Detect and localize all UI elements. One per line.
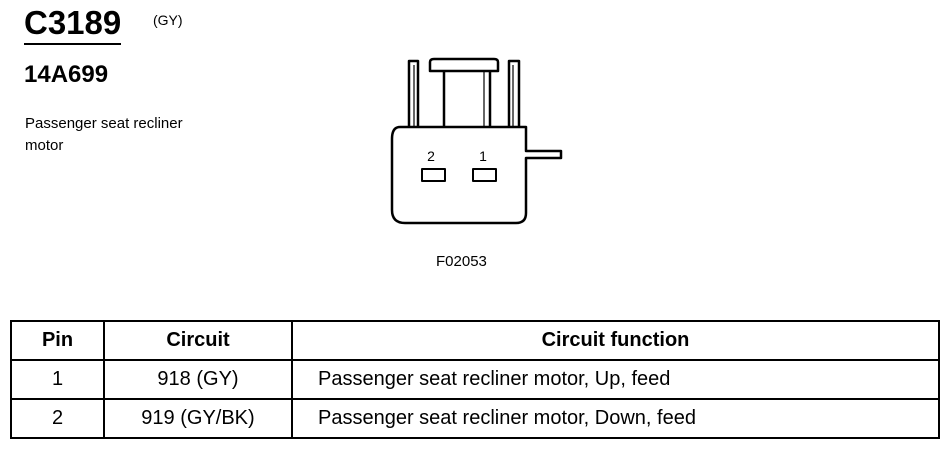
- connector-right-post: [507, 59, 521, 127]
- pin-2-label: 2: [427, 148, 435, 164]
- table-row: 2 919 (GY/BK) Passenger seat recliner mo…: [10, 398, 940, 439]
- connector-face-diagram: 2 1: [390, 57, 563, 225]
- circuit-cell: 919 (GY/BK): [103, 398, 293, 439]
- header-circuit-function: Circuit function: [291, 320, 940, 361]
- header-circuit: Circuit: [103, 320, 293, 361]
- pin-cell: 1: [10, 359, 105, 400]
- pin-cell: 2: [10, 398, 105, 439]
- table-header-row: Pin Circuit Circuit function: [10, 320, 940, 361]
- part-number: 14A699: [24, 61, 109, 88]
- connector-locking-tab: [428, 57, 500, 73]
- circuit-function-cell: Passenger seat recliner motor, Up, feed: [291, 359, 940, 400]
- connector-tab-body: [442, 71, 492, 127]
- pinout-table: Pin Circuit Circuit function 1 918 (GY) …: [10, 320, 940, 439]
- component-description: Passenger seat recliner motor: [25, 115, 183, 154]
- circuit-function-cell: Passenger seat recliner motor, Down, fee…: [291, 398, 940, 439]
- pin-1-cavity: [472, 168, 497, 182]
- connector-left-post: [407, 59, 420, 127]
- circuit-cell: 918 (GY): [103, 359, 293, 400]
- connector-id: C3189: [24, 4, 122, 45]
- connector-housing: [390, 125, 563, 225]
- connector-color-code: (GY): [153, 12, 183, 28]
- figure-id: F02053: [436, 253, 487, 270]
- header-pin: Pin: [10, 320, 105, 361]
- table-row: 1 918 (GY) Passenger seat recliner motor…: [10, 359, 940, 400]
- pin-2-cavity: [421, 168, 446, 182]
- pin-1-label: 1: [479, 148, 487, 164]
